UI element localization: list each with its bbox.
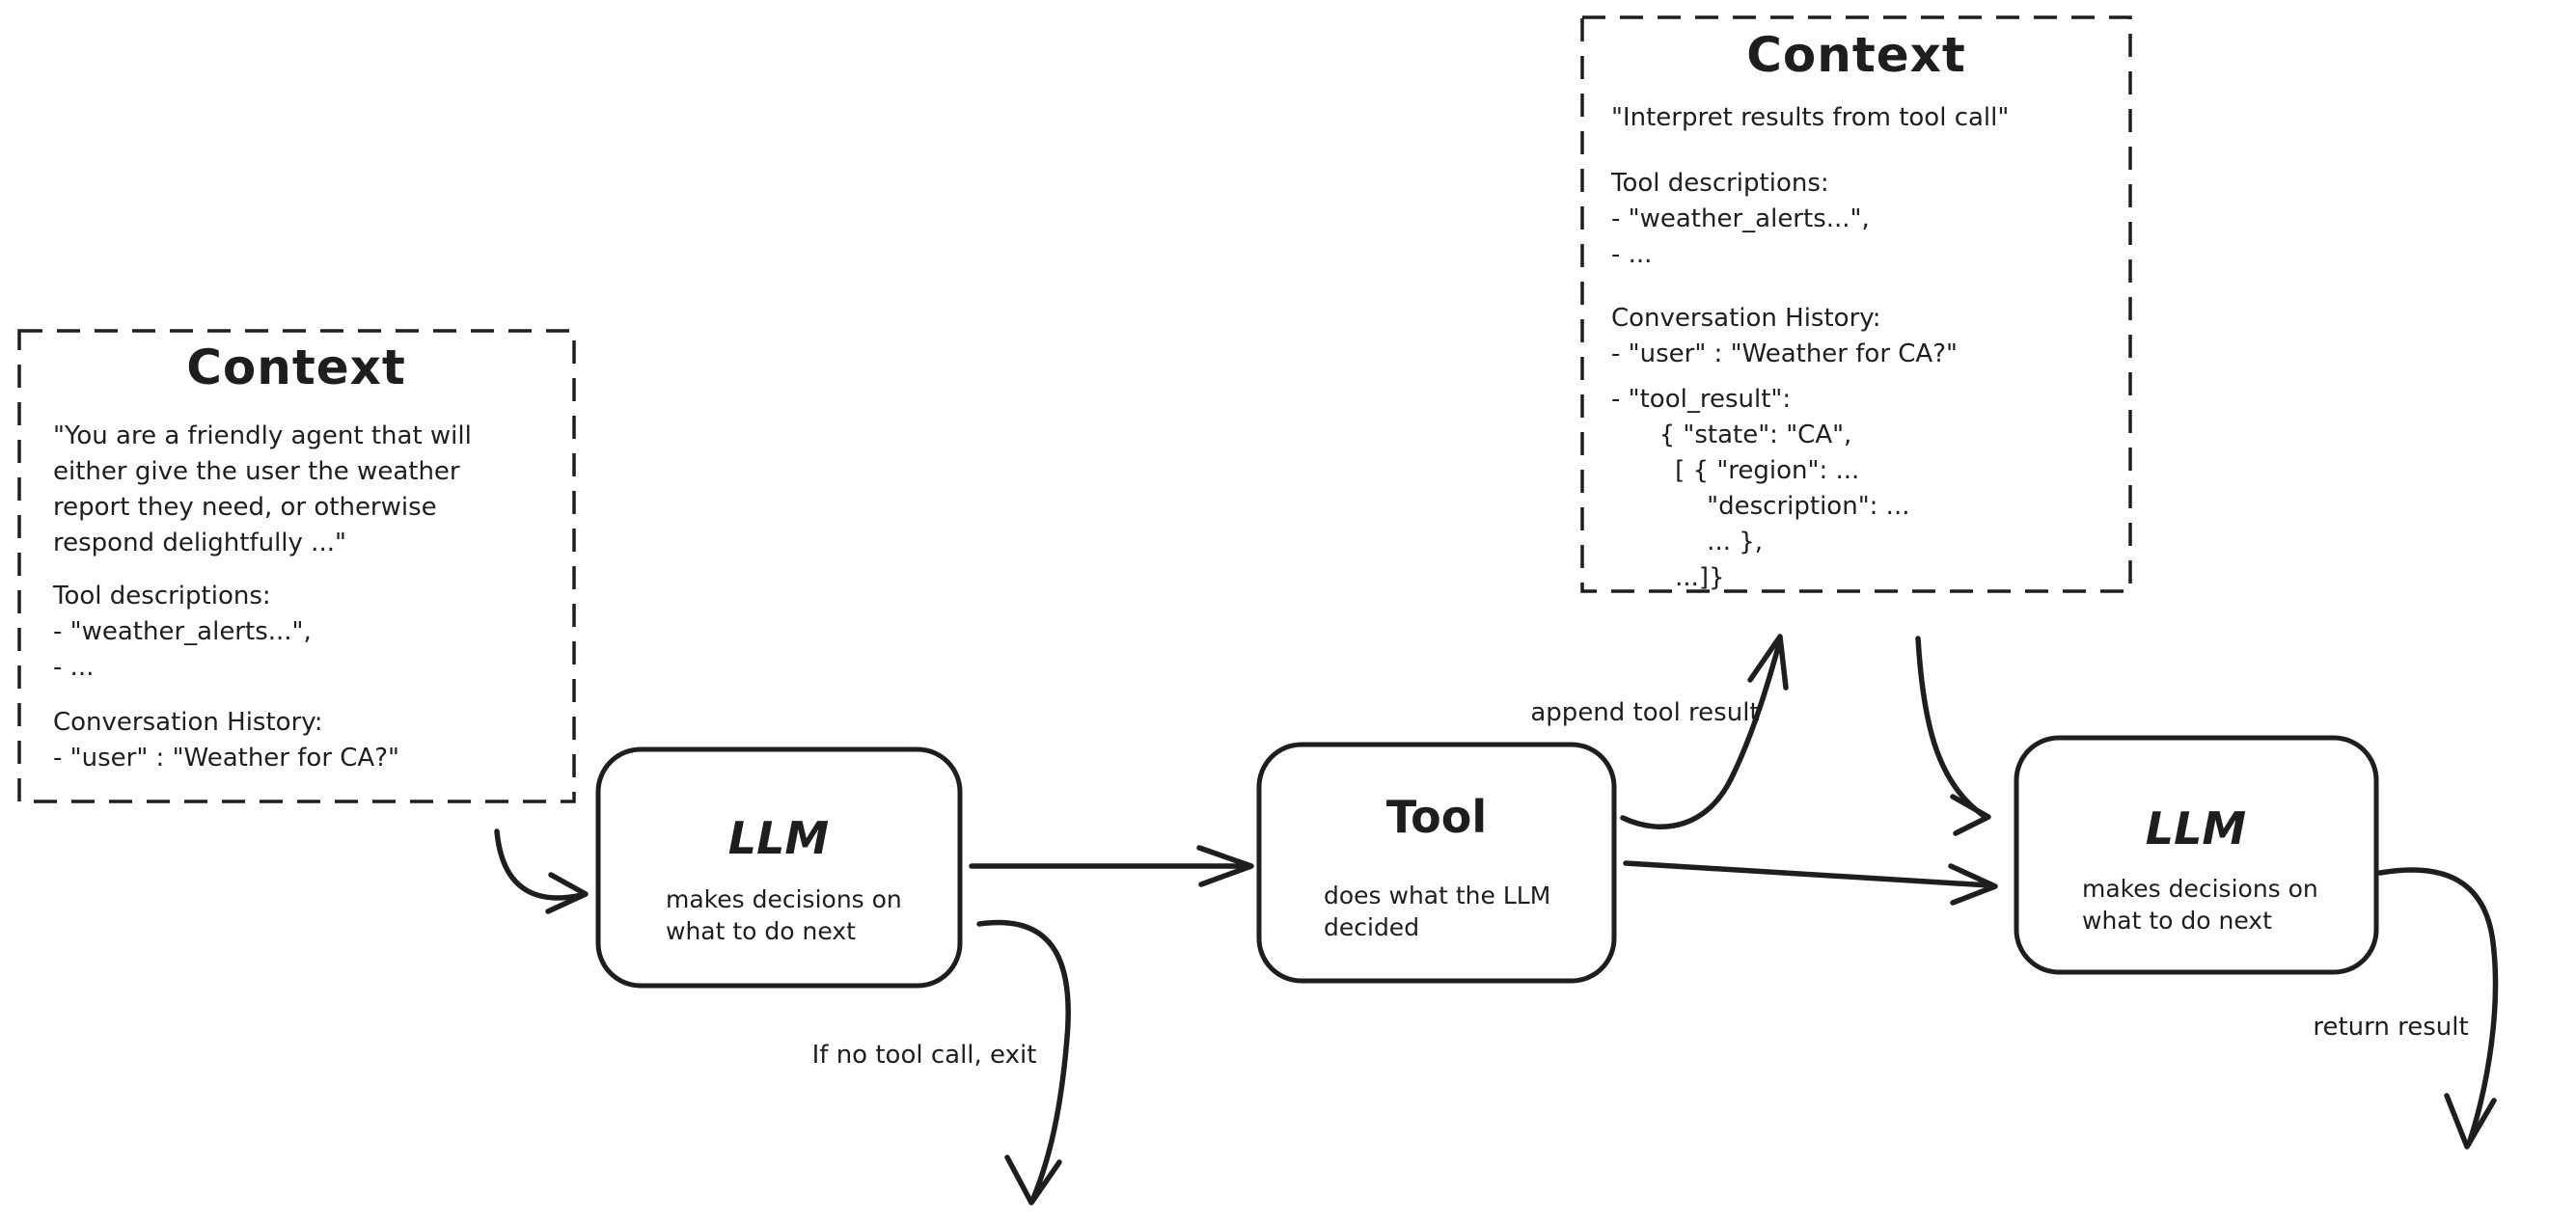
context-after-tool-title: Context: [1746, 27, 1966, 83]
context-initial-box-outline: [17, 329, 576, 803]
llm-first-node-box: [595, 746, 963, 989]
edge-label-return-result: return result: [2313, 1013, 2469, 1042]
conversation-history-heading: Conversation History:: [1611, 304, 1881, 333]
conversation-history-heading: Conversation History:: [53, 708, 323, 737]
tool-subtitle: does what the LLM decided: [1324, 882, 1551, 941]
context-initial-title: Context: [186, 339, 406, 395]
arrowhead-context-to-llm-second: [1950, 794, 1991, 836]
arrowhead-tool-to-context: [1747, 634, 1789, 691]
llm-first-subtitle: makes decisions on what to do next: [666, 885, 902, 945]
context-initial-tool-descriptions: Tool descriptions: - "weather_alerts..."…: [53, 579, 540, 686]
tool-descriptions-heading: Tool descriptions:: [53, 582, 271, 610]
context-initial-body: "You are a friendly agent that will eith…: [53, 419, 540, 776]
arrow-llm-second-return: [2377, 867, 2499, 1147]
conversation-history-items: - "user" : "Weather for CA?": [53, 744, 399, 773]
tool-node-box: [1256, 742, 1617, 984]
llm-second-node-box: [2014, 735, 2379, 975]
edge-label-if-no-tool-call-exit: If no tool call, exit: [811, 1041, 1037, 1070]
arrowhead-tool-to-llm-second: [1948, 863, 1998, 906]
arrow-context-to-llm-second: [1915, 636, 1986, 818]
arrow-llm-exit: [976, 919, 1071, 1204]
tool-result-block: - "tool_result": { "state": "CA", [ { "r…: [1611, 385, 1910, 592]
context-after-tool-body: "Interpret results from tool call" Tool …: [1611, 100, 2108, 596]
context-after-tool-box-outline: [1580, 15, 2132, 593]
llm-second-subtitle: makes decisions on what to do next: [2082, 875, 2318, 935]
tool-title: Tool: [1385, 791, 1488, 843]
context-after-tool-tool-descriptions: Tool descriptions: - "weather_alerts..."…: [1611, 166, 2108, 273]
arrow-context-initial-to-llm: [494, 828, 585, 901]
context-after-tool-instruction: "Interpret results from tool call": [1611, 103, 2010, 132]
arrowhead-llm-to-tool: [1196, 845, 1254, 887]
context-initial-system-prompt: "You are a friendly agent that will eith…: [53, 421, 472, 557]
llm-first-title: LLM: [727, 812, 830, 864]
conversation-history-items: - "user" : "Weather for CA?": [1611, 339, 1958, 368]
llm-second-title: LLM: [2145, 802, 2247, 855]
edge-label-append-tool-result: append tool result: [1530, 698, 1760, 727]
arrow-tool-to-llm-second: [1623, 860, 1992, 888]
context-after-tool-conversation-history: Conversation History: - "user" : "Weathe…: [1611, 301, 2108, 596]
tool-descriptions-items: - "weather_alerts...", - ...: [53, 617, 312, 682]
tool-descriptions-items: - "weather_alerts...", - ...: [1611, 204, 1870, 269]
arrowhead-llm-exit: [1004, 1154, 1062, 1206]
context-initial-conversation-history: Conversation History: - "user" : "Weathe…: [53, 705, 540, 776]
tool-descriptions-heading: Tool descriptions:: [1611, 169, 1829, 198]
arrow-tool-to-context: [1620, 638, 1783, 830]
arrowhead-context-initial-to-llm: [545, 872, 589, 914]
arrowhead-llm-second-return: [2444, 1093, 2497, 1150]
